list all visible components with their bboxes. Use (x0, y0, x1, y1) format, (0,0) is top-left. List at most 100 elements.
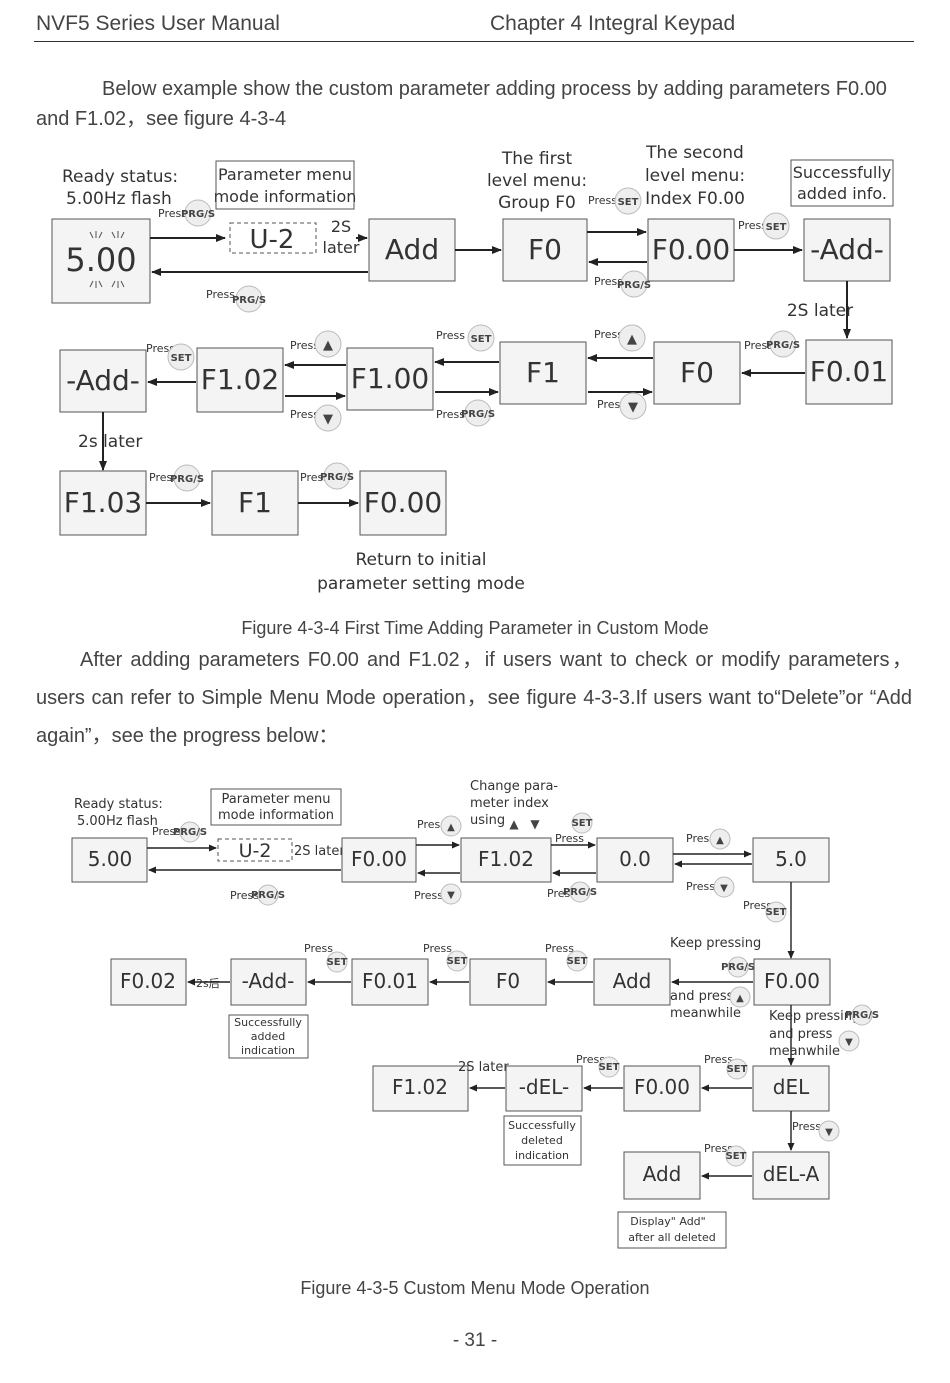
svg-text:2S later: 2S later (458, 1060, 509, 1075)
svg-text:5.0: 5.0 (775, 847, 807, 871)
svg-text:Press: Press (423, 942, 452, 955)
svg-text:Return to initial: Return to initial (355, 550, 486, 570)
svg-text:2S: 2S (331, 217, 351, 236)
svg-text:F0.00: F0.00 (764, 969, 820, 993)
header-right: Chapter 4 Integral Keypad (490, 12, 736, 35)
svg-text:▲: ▲ (323, 338, 333, 353)
svg-text:Successfully: Successfully (793, 163, 892, 182)
svg-text:▲: ▲ (627, 332, 637, 347)
figure-4-3-4-caption: Figure 4-3-4 First Time Adding Parameter… (241, 618, 709, 638)
svg-text:SET: SET (766, 222, 787, 233)
svg-text:The second: The second (645, 143, 744, 163)
svg-text:PRG/S: PRG/S (170, 474, 204, 485)
figure-4-3-5: Ready status: 5.00Hz flash Parameter men… (71, 779, 879, 1249)
svg-text:The first: The first (501, 149, 573, 169)
svg-text:Press: Press (158, 207, 187, 220)
svg-text:Display" Add": Display" Add" (630, 1215, 705, 1228)
svg-text:-dEL-: -dEL- (519, 1075, 570, 1099)
svg-text:PRG/S: PRG/S (320, 472, 354, 483)
flash-marks (89, 231, 125, 288)
svg-text:5.00Hz flash: 5.00Hz flash (77, 814, 158, 829)
svg-text:level menu:: level menu: (487, 171, 587, 191)
svg-text:Press: Press (704, 1142, 733, 1155)
svg-text:SET: SET (727, 1064, 748, 1075)
svg-text:Press: Press (290, 339, 319, 352)
svg-text:Press: Press (417, 818, 446, 831)
svg-text:U-2: U-2 (239, 840, 272, 862)
svg-text:Add: Add (643, 1162, 682, 1186)
svg-text:dEL: dEL (773, 1075, 810, 1099)
svg-text:▼: ▼ (530, 817, 540, 831)
figure-4-3-4: 5.00 Parameter menu mode information U-2… (51, 143, 894, 594)
svg-text:2S later: 2S later (787, 301, 853, 321)
svg-text:Press: Press (152, 825, 181, 838)
svg-text:Keep pressing: Keep pressing (769, 1009, 860, 1024)
svg-text:Ready status:: Ready status: (62, 167, 178, 187)
svg-text:Press: Press (547, 887, 576, 900)
svg-text:Press: Press (704, 1053, 733, 1066)
svg-text:Successfully: Successfully (234, 1016, 302, 1029)
svg-text:later: later (323, 238, 360, 257)
svg-text:F0.00: F0.00 (351, 847, 407, 871)
svg-text:▲: ▲ (509, 817, 519, 831)
svg-text:F1.03: F1.03 (64, 486, 142, 519)
svg-text:Press: Press (436, 408, 465, 421)
svg-text:F0.01: F0.01 (362, 969, 418, 993)
svg-text:meter index: meter index (470, 796, 549, 811)
svg-text:deleted: deleted (521, 1134, 563, 1147)
svg-text:F1: F1 (238, 486, 272, 519)
svg-text:Group F0: Group F0 (498, 193, 576, 213)
svg-text:Press: Press (686, 880, 715, 893)
svg-text:PRG/S: PRG/S (563, 887, 597, 898)
svg-text:Press: Press (792, 1120, 821, 1133)
svg-text:SET: SET (171, 353, 192, 364)
display-5-00: 5.00 (65, 241, 136, 279)
svg-text:mode information: mode information (214, 187, 357, 206)
svg-text:▲: ▲ (736, 993, 744, 1004)
svg-text:F0.00: F0.00 (634, 1075, 690, 1099)
svg-text:F0: F0 (528, 233, 562, 266)
svg-text:F0.00: F0.00 (364, 486, 442, 519)
svg-text:Press: Press (146, 342, 175, 355)
header-left: NVF5 Series User Manual (36, 12, 280, 35)
svg-text:▼: ▼ (447, 890, 455, 901)
svg-text:and press: and press (769, 1027, 833, 1042)
svg-text:Press: Press (304, 942, 333, 955)
svg-text:F1: F1 (526, 356, 560, 389)
svg-text:▼: ▼ (845, 1037, 853, 1048)
svg-text:SET: SET (567, 956, 588, 967)
svg-text:2s later: 2s later (78, 432, 142, 452)
svg-text:using: using (470, 813, 505, 828)
svg-text:Press: Press (149, 471, 178, 484)
svg-text:Press: Press (738, 219, 767, 232)
svg-text:after all deleted: after all deleted (628, 1231, 716, 1244)
svg-text:Press: Press (290, 408, 319, 421)
svg-text:0.0: 0.0 (619, 847, 651, 871)
svg-text:SET: SET (447, 956, 468, 967)
middle-paragraph: After adding parameters F0.00 and F1.02，… (36, 649, 912, 747)
figure-4-3-5-caption: Figure 4-3-5 Custom Menu Mode Operation (300, 1278, 650, 1298)
svg-text:SET: SET (599, 1062, 620, 1073)
svg-text:indication: indication (241, 1044, 295, 1057)
svg-text:PRG/S: PRG/S (617, 280, 651, 291)
svg-text:and press: and press (670, 989, 734, 1004)
svg-text:Press: Press (230, 889, 259, 902)
svg-text:2s后: 2s后 (196, 977, 220, 990)
svg-text:U-2: U-2 (250, 225, 295, 255)
svg-text:SET: SET (618, 197, 639, 208)
svg-text:5.00: 5.00 (88, 847, 133, 871)
svg-text:▼: ▼ (720, 883, 728, 894)
svg-text:added: added (251, 1030, 285, 1043)
svg-text:Press: Press (414, 889, 443, 902)
svg-text:PRG/S: PRG/S (845, 1010, 879, 1021)
svg-text:indication: indication (515, 1149, 569, 1162)
svg-text:Press: Press (436, 329, 465, 342)
svg-text:Index F0.00: Index F0.00 (645, 189, 745, 209)
page-number: - 31 - (452, 1330, 498, 1351)
svg-text:▼: ▼ (628, 400, 638, 415)
svg-text:-Add-: -Add- (810, 233, 884, 266)
svg-text:meanwhile: meanwhile (769, 1044, 840, 1059)
svg-text:PRG/S: PRG/S (232, 295, 266, 306)
svg-text:F0: F0 (496, 969, 520, 993)
svg-text:-Add-: -Add- (66, 364, 140, 397)
